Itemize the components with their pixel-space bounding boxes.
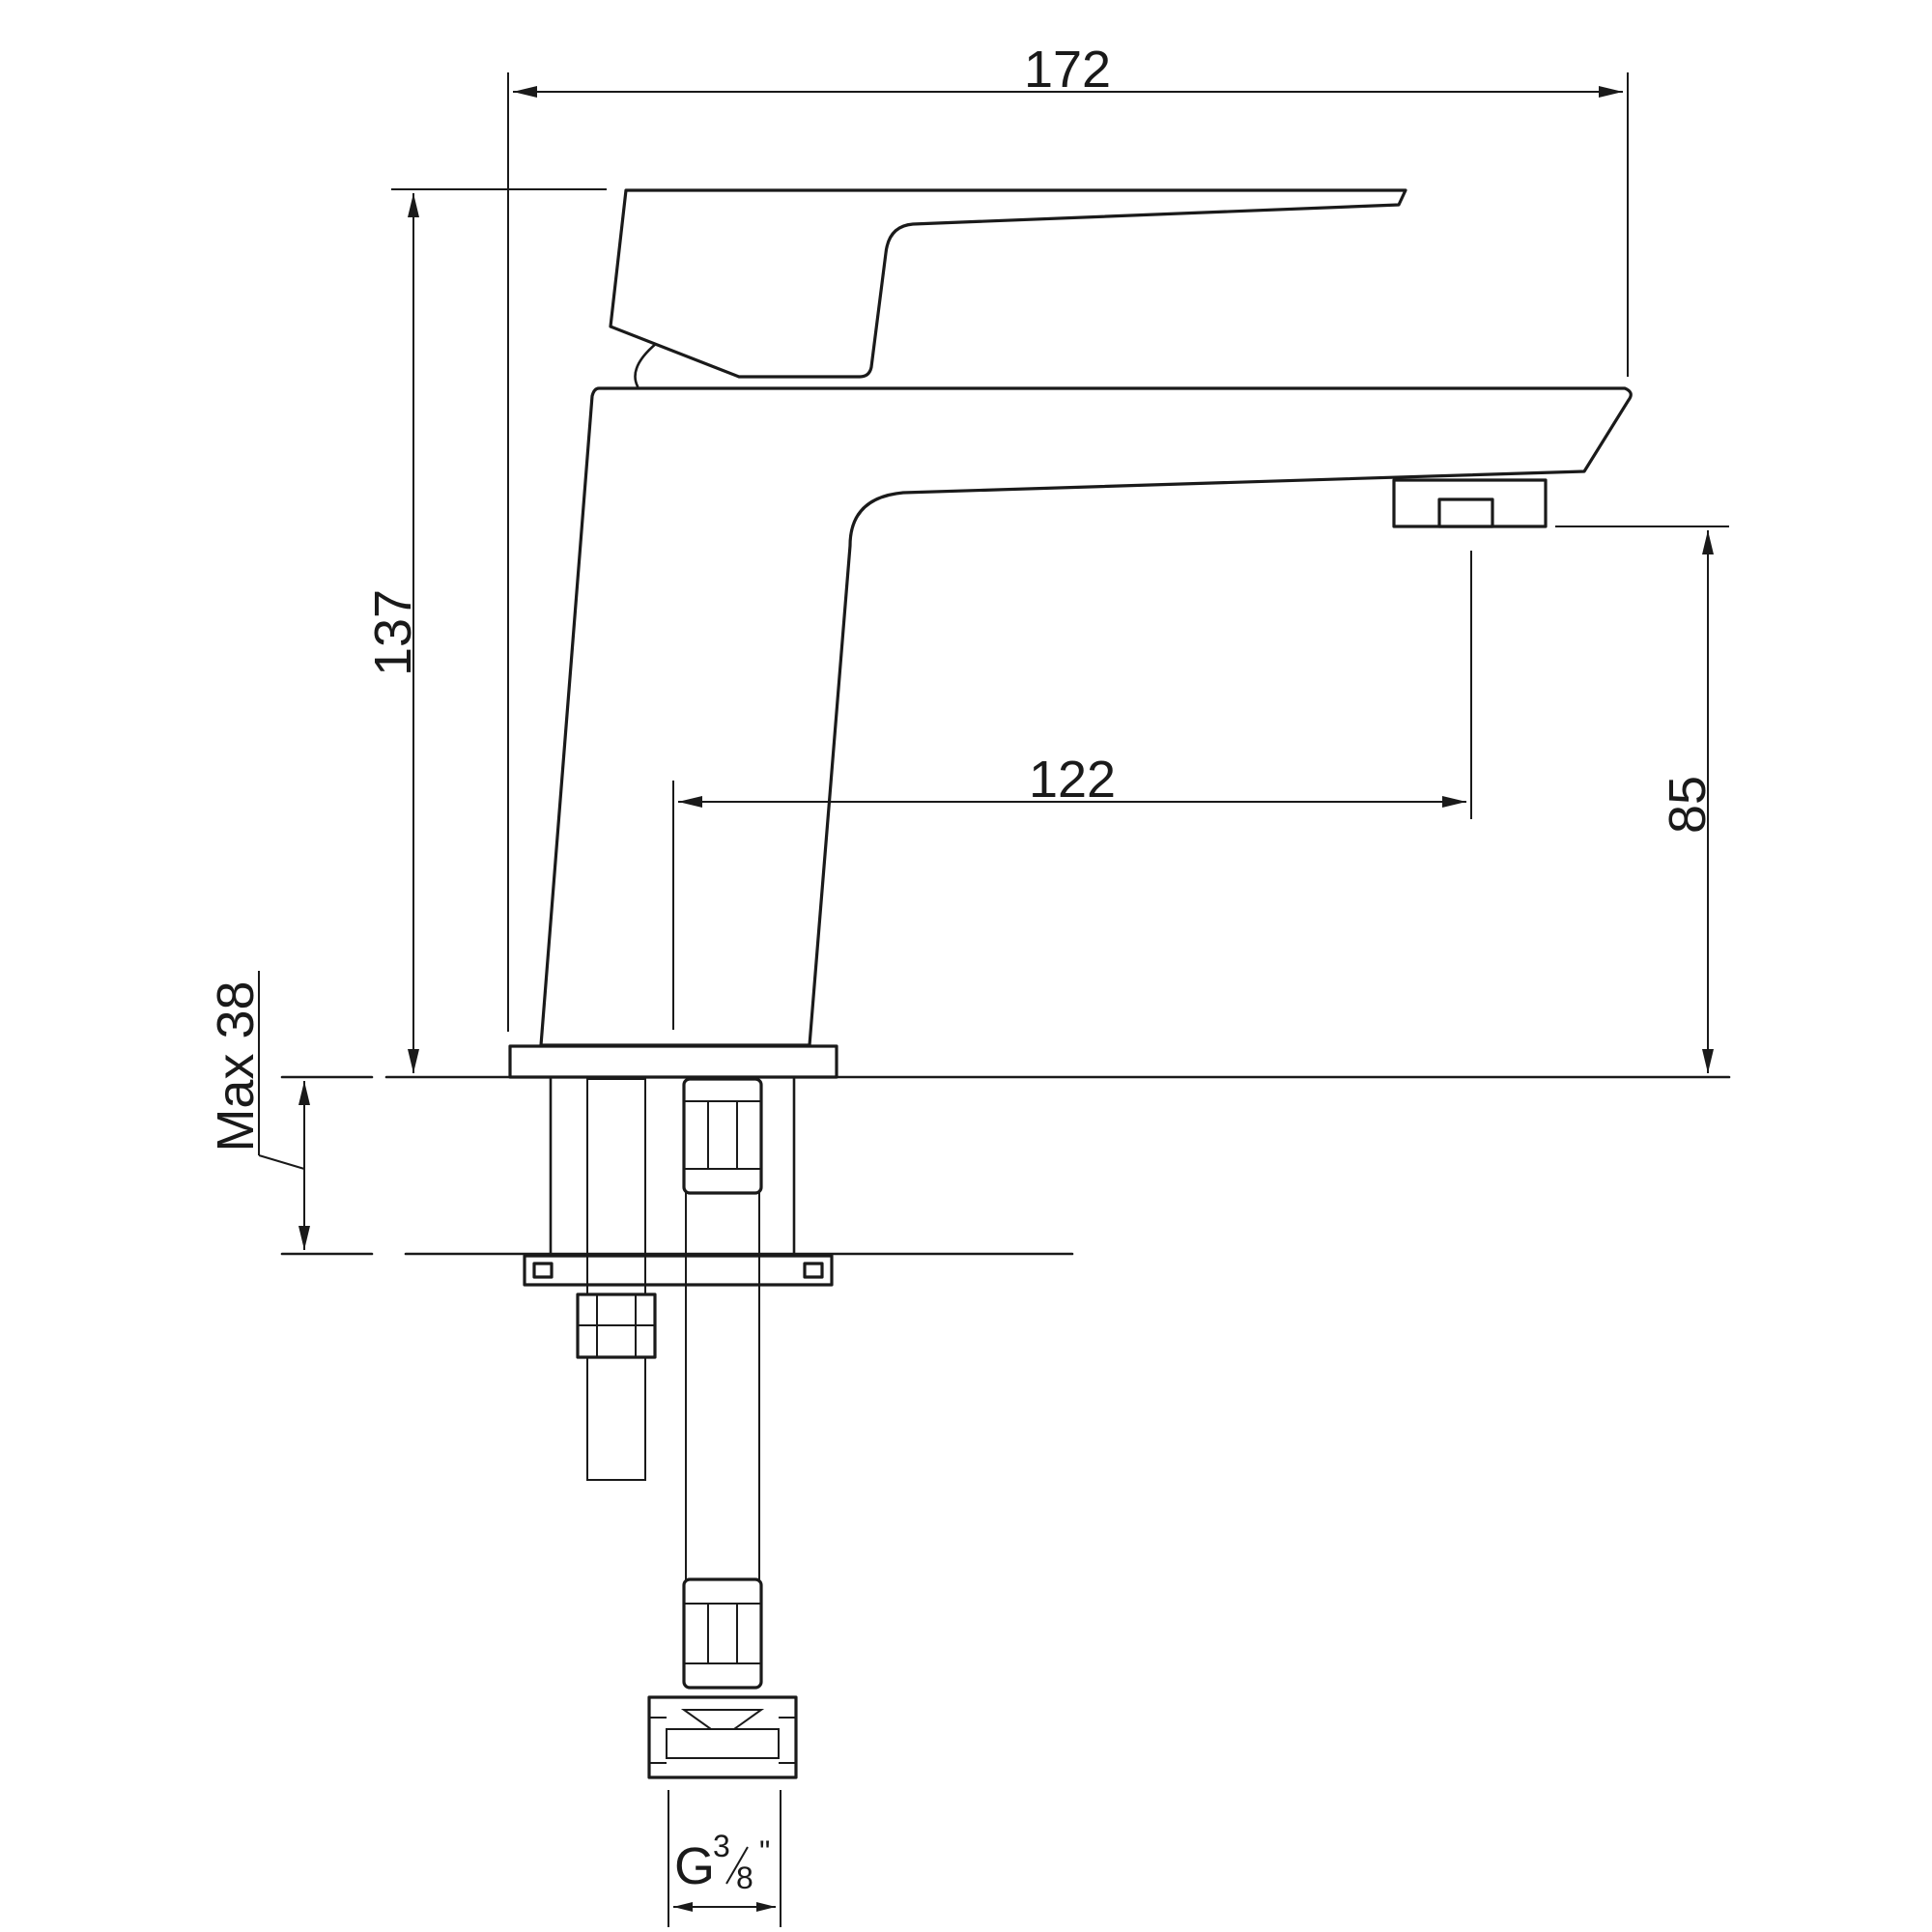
under-deck-fittings bbox=[523, 1077, 834, 1779]
label-spout-height: 85 bbox=[1659, 776, 1717, 834]
label-connection-inch-mark: " bbox=[759, 1834, 770, 1869]
hose-upper-crimp bbox=[682, 1077, 763, 1195]
base-plate bbox=[508, 1044, 838, 1079]
lever-handle bbox=[609, 188, 1407, 379]
label-connection-denominator: 8 bbox=[736, 1861, 753, 1895]
label-spout-reach: 122 bbox=[1029, 751, 1116, 809]
label-overall-height: 137 bbox=[364, 589, 422, 676]
faucet-body bbox=[508, 188, 1633, 1079]
dimension-max-deck-thickness: Max 38 bbox=[207, 971, 310, 1250]
label-connection-numerator: 3 bbox=[713, 1829, 730, 1863]
dimension-overall-height: 137 bbox=[364, 188, 607, 1073]
label-max-deck-thickness: Max 38 bbox=[207, 980, 265, 1151]
backnut-washer bbox=[523, 1254, 834, 1287]
dimension-overall-width: 172 bbox=[507, 41, 1629, 1032]
countertop bbox=[280, 1075, 1731, 1256]
dimension-spout-reach: 122 bbox=[672, 551, 1472, 1030]
braided-hose bbox=[685, 1192, 760, 1580]
label-overall-width: 172 bbox=[1024, 41, 1111, 99]
hose-lower-crimp bbox=[682, 1577, 763, 1690]
body-and-spout bbox=[539, 386, 1633, 1047]
dimension-spout-height: 85 bbox=[1555, 526, 1729, 1073]
aerator-insert bbox=[1437, 497, 1494, 528]
threaded-stud bbox=[586, 1078, 646, 1481]
dimension-connection-thread: G 3 8 " bbox=[668, 1790, 781, 1927]
label-connection-prefix: G bbox=[674, 1837, 715, 1895]
